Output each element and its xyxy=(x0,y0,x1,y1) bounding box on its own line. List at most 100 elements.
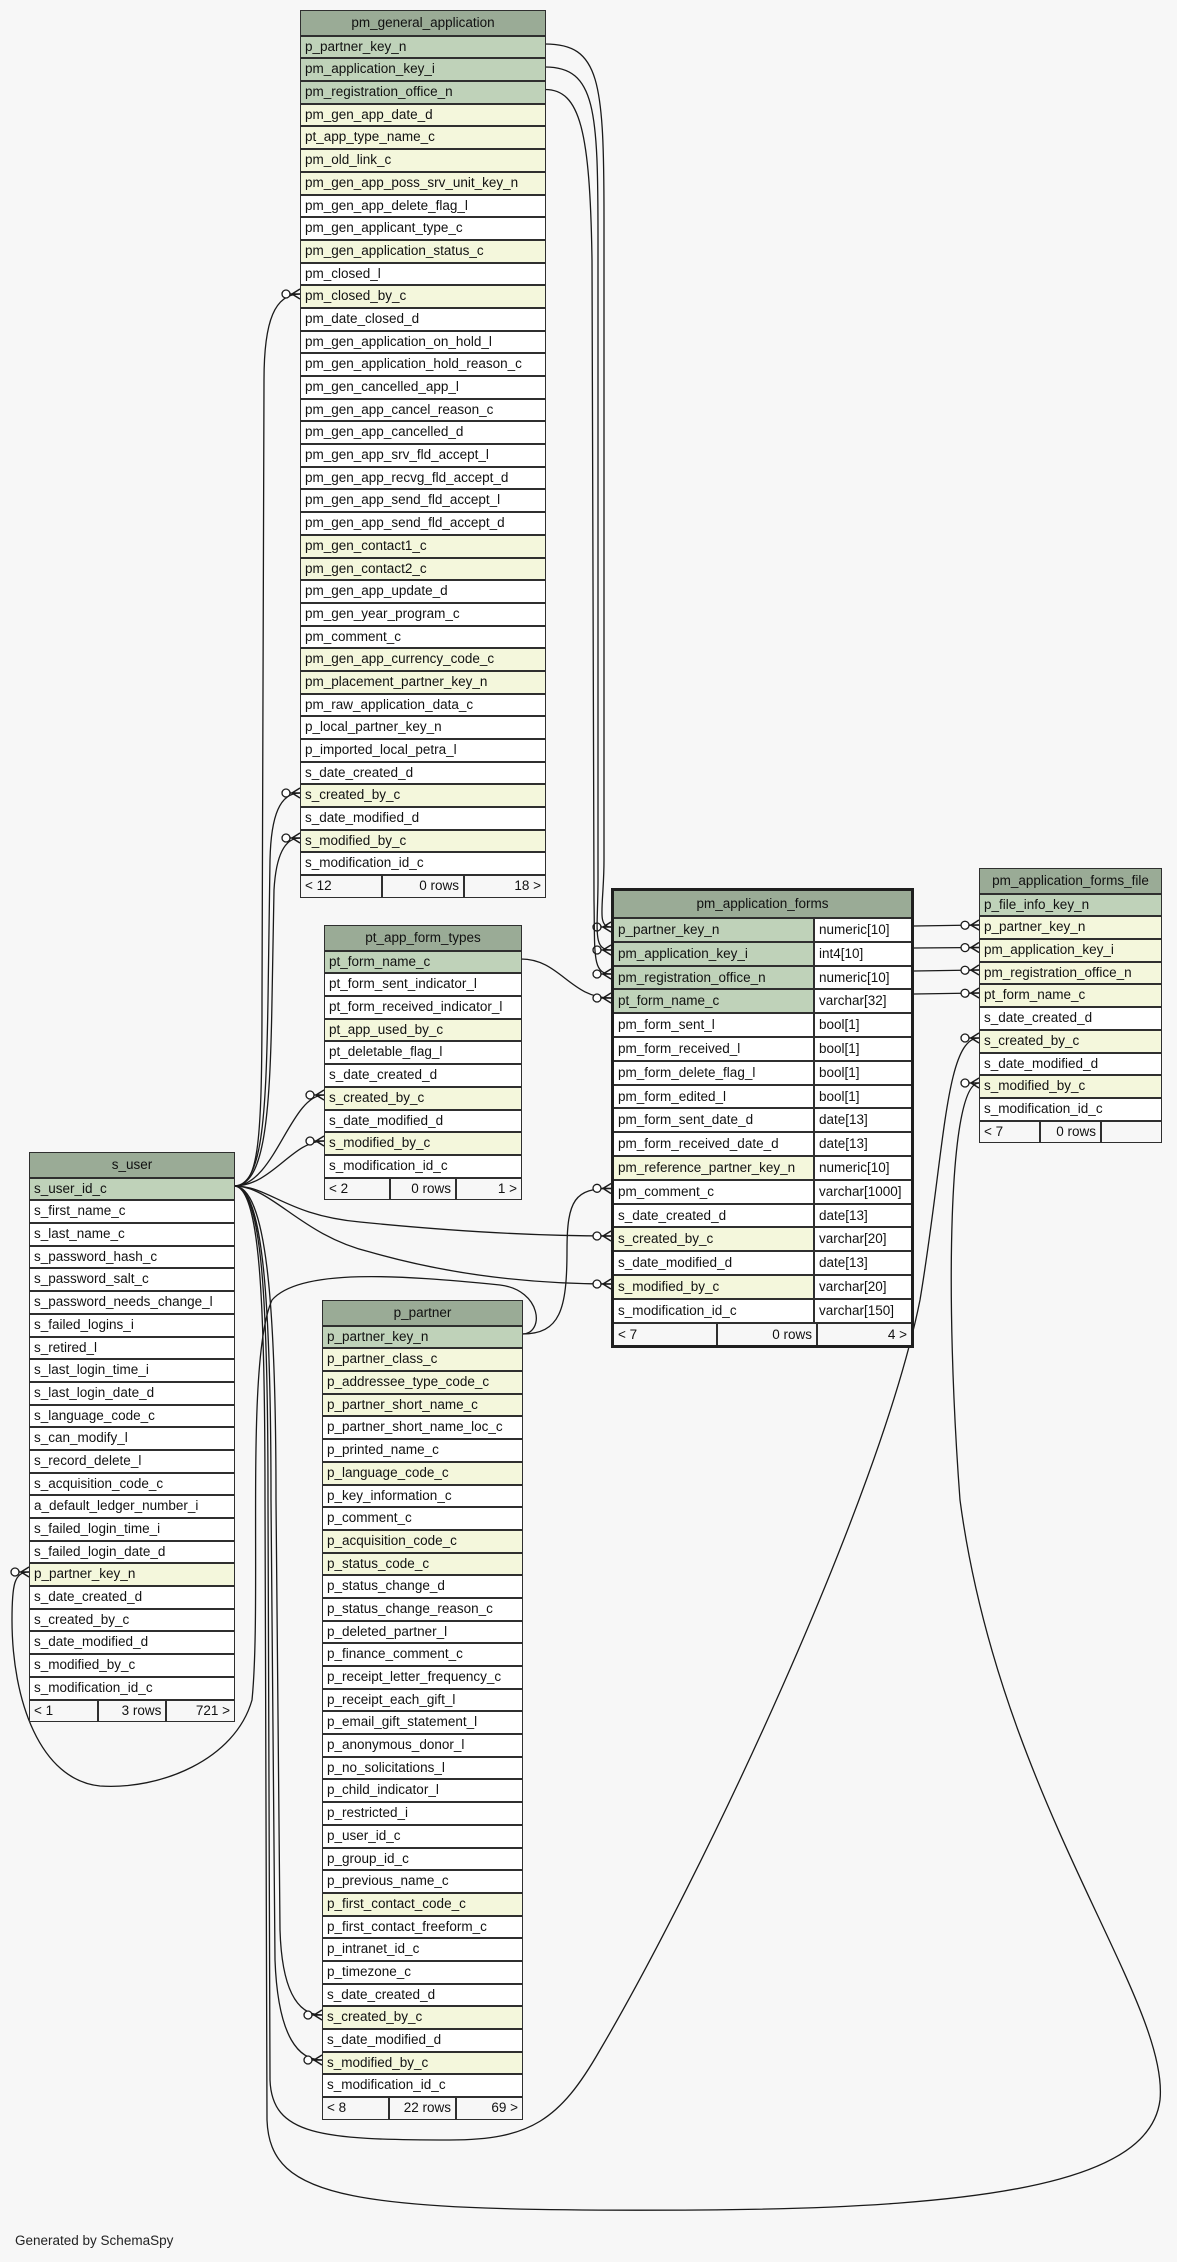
column-row[interactable]: p_no_solicitations_l xyxy=(323,1755,522,1779)
parent-count-link[interactable]: < 7 xyxy=(984,1123,1004,1139)
column-row[interactable]: pm_gen_applicant_type_c xyxy=(301,216,545,239)
column-row[interactable]: p_partner_class_c xyxy=(323,1347,522,1371)
column-row[interactable]: s_record_delete_l xyxy=(30,1448,234,1472)
column-row[interactable]: p_partner_short_name_loc_c xyxy=(323,1415,522,1439)
column-row[interactable]: p_child_indicator_l xyxy=(323,1778,522,1802)
column-row[interactable]: pm_gen_application_hold_reason_c xyxy=(301,352,545,375)
column-row[interactable]: p_partner_key_n xyxy=(30,1562,234,1586)
column-row[interactable]: s_password_needs_change_l xyxy=(30,1290,234,1313)
column-row[interactable]: s_date_modified_d xyxy=(30,1630,234,1654)
column-row[interactable]: s_created_by_c xyxy=(980,1028,1161,1052)
column-row[interactable]: p_group_id_c xyxy=(323,1846,522,1870)
column-row[interactable]: p_comment_c xyxy=(323,1506,522,1529)
parent-count-link[interactable]: < 8 xyxy=(327,2100,347,2116)
column-row[interactable]: s_modified_by_c xyxy=(325,1131,521,1154)
column-row[interactable]: s_modification_id_c xyxy=(30,1675,234,1699)
column-row[interactable]: p_timezone_c xyxy=(323,1959,522,1983)
column-row[interactable]: s_user_id_c xyxy=(30,1176,234,1200)
column-row[interactable]: s_date_created_d xyxy=(323,1982,522,2006)
child-count-link[interactable]: 1 > xyxy=(455,1178,521,1200)
column-row[interactable]: p_intranet_id_c xyxy=(323,1937,522,1960)
table-header[interactable]: pm_application_forms xyxy=(614,891,911,917)
column-row[interactable]: pt_form_sent_indicator_l xyxy=(325,972,521,996)
parent-count-link[interactable]: < 7 xyxy=(618,1326,638,1342)
parent-count-link[interactable]: < 12 xyxy=(305,878,332,894)
column-row[interactable]: pm_application_key_i xyxy=(980,938,1161,961)
column-row[interactable]: p_imported_local_petra_l xyxy=(301,738,545,761)
column-row[interactable]: pm_raw_application_data_c xyxy=(301,692,545,716)
parent-count-link[interactable]: < 2 xyxy=(329,1180,349,1196)
column-row[interactable]: pm_gen_app_poss_srv_unit_key_n xyxy=(301,170,545,194)
column-row[interactable]: pm_gen_contact2_c xyxy=(301,556,545,580)
column-row[interactable]: p_receipt_letter_frequency_c xyxy=(323,1665,522,1688)
column-row[interactable]: s_last_name_c xyxy=(30,1222,234,1245)
column-row[interactable]: pt_app_used_by_c xyxy=(325,1017,521,1041)
column-row[interactable]: pm_gen_app_delete_flag_l xyxy=(301,193,545,217)
column-row[interactable]: pm_gen_application_on_hold_l xyxy=(301,329,545,353)
column-row[interactable]: p_receipt_each_gift_l xyxy=(323,1687,522,1711)
parent-count-link[interactable]: < 1 xyxy=(34,1702,54,1718)
column-row[interactable]: s_password_hash_c xyxy=(30,1244,234,1268)
column-row[interactable]: pm_registration_office_n xyxy=(980,960,1161,984)
column-row[interactable]: p_partner_key_n xyxy=(301,34,545,58)
column-row[interactable]: p_deleted_partner_l xyxy=(323,1619,522,1643)
column-row[interactable]: s_date_modified_d xyxy=(301,806,545,829)
column-row[interactable]: p_local_partner_key_n xyxy=(301,715,545,738)
column-row[interactable]: pm_gen_app_recvg_fld_accept_d xyxy=(301,465,545,489)
child-count-link[interactable]: 4 > xyxy=(816,1323,911,1346)
column-row[interactable]: pm_placement_partner_key_n xyxy=(301,669,545,693)
column-row[interactable]: s_date_modified_d xyxy=(323,2028,522,2051)
column-row[interactable]: s_date_modified_d xyxy=(980,1051,1161,1075)
column-row[interactable]: pt_deletable_flag_l xyxy=(325,1040,521,1064)
column-row[interactable]: p_addressee_type_code_c xyxy=(323,1370,522,1393)
column-row[interactable]: p_acquisition_code_c xyxy=(323,1528,522,1552)
column-row[interactable]: p_status_code_c xyxy=(323,1551,522,1575)
column-row[interactable]: p_restricted_i xyxy=(323,1801,522,1824)
column-row[interactable]: pm_gen_app_currency_code_c xyxy=(301,647,545,670)
column-row[interactable]: pm_registration_office_n xyxy=(301,80,545,103)
table-header[interactable]: s_user xyxy=(30,1153,234,1177)
column-row[interactable]: pm_date_closed_d xyxy=(301,306,545,330)
column-row[interactable]: p_language_code_c xyxy=(323,1460,522,1484)
table-header[interactable]: pm_general_application xyxy=(301,11,545,35)
column-row[interactable]: p_status_change_reason_c xyxy=(323,1596,522,1620)
column-row[interactable]: pm_closed_by_c xyxy=(301,284,545,307)
column-row[interactable]: pm_gen_app_date_d xyxy=(301,102,545,126)
column-row[interactable]: s_can_modify_l xyxy=(30,1426,234,1449)
column-row[interactable]: s_failed_logins_i xyxy=(30,1312,234,1336)
column-row[interactable]: p_finance_comment_c xyxy=(323,1642,522,1665)
column-row[interactable]: p_first_contact_freeform_c xyxy=(323,1914,522,1938)
column-row[interactable]: s_created_by_c xyxy=(325,1085,521,1109)
column-row[interactable]: pm_gen_year_program_c xyxy=(301,601,545,625)
column-row[interactable]: s_modification_id_c xyxy=(301,851,545,875)
column-row[interactable]: s_retired_l xyxy=(30,1335,234,1359)
column-row[interactable]: s_last_login_time_i xyxy=(30,1358,234,1381)
column-row[interactable]: s_modified_by_c xyxy=(323,2050,522,2074)
column-row[interactable]: s_modification_id_c xyxy=(325,1153,521,1177)
child-count-link[interactable]: 69 > xyxy=(455,2098,522,2119)
column-row[interactable]: pm_gen_app_send_fld_accept_d xyxy=(301,511,545,534)
column-row[interactable]: s_created_by_c xyxy=(301,783,545,807)
column-row[interactable]: pm_application_key_i xyxy=(301,57,545,81)
column-row[interactable]: p_user_id_c xyxy=(323,1823,522,1847)
column-row[interactable]: s_modification_id_c xyxy=(980,1096,1161,1120)
column-row[interactable]: pt_form_name_c xyxy=(325,949,521,973)
column-row[interactable]: s_date_created_d xyxy=(980,1006,1161,1029)
column-row[interactable]: s_modified_by_c xyxy=(980,1074,1161,1097)
column-row[interactable]: p_first_contact_code_c xyxy=(323,1891,522,1915)
column-row[interactable]: s_acquisition_code_c xyxy=(30,1471,234,1495)
